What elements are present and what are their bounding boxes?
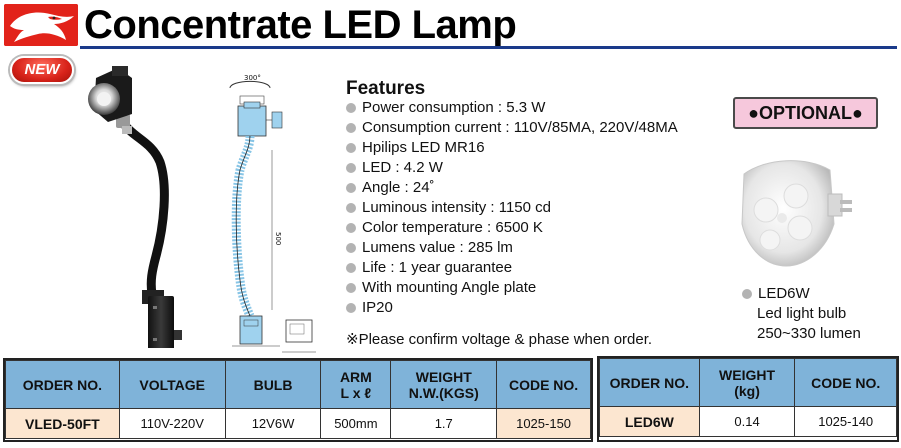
- bullet-icon: [346, 243, 356, 253]
- eagle-icon: [4, 4, 78, 46]
- cell-arm: 500mm: [320, 408, 392, 439]
- list-item: IP20: [346, 298, 678, 318]
- bullet-icon: [346, 123, 356, 133]
- col-order-no: ORDER NO.: [5, 360, 120, 409]
- header-divider: [80, 46, 897, 49]
- list-item: LED6W: [742, 284, 861, 304]
- bullet-icon: [742, 289, 752, 299]
- list-item: Color temperature : 6500 K: [346, 218, 678, 238]
- lamp-product-photo: [88, 66, 182, 348]
- list-item: Hpilips LED MR16: [346, 138, 678, 158]
- bullet-icon: [346, 103, 356, 113]
- cell-weight: 1.7: [390, 408, 498, 439]
- list-item: Angle : 24˚: [346, 178, 678, 198]
- cell-voltage: 110V-220V: [118, 408, 226, 439]
- list-item: Life : 1 year guarantee: [346, 258, 678, 278]
- list-item: With mounting Angle plate: [346, 278, 678, 298]
- bulb-info: LED6W Led light bulb 250~330 lumen: [742, 284, 861, 344]
- features-heading: Features: [346, 78, 426, 99]
- col-bulb: BULB: [224, 360, 322, 409]
- technical-drawing: 300° 500: [229, 74, 316, 353]
- table-row: LED6W 0.14 1025-140: [599, 406, 897, 437]
- cell-bulb: 12V6W: [224, 408, 322, 439]
- bullet-icon: [346, 303, 356, 313]
- length-dim-label: 500: [274, 232, 282, 245]
- col-weight: WEIGHT(kg): [698, 358, 796, 407]
- page-title: Concentrate LED Lamp: [84, 3, 517, 47]
- bullet-icon: [346, 163, 356, 173]
- list-item: Consumption current : 110V/85MA, 220V/48…: [346, 118, 678, 138]
- bullet-icon: [346, 283, 356, 293]
- list-item: Luminous intensity : 1150 cd: [346, 198, 678, 218]
- list-item: Power consumption : 5.3 W: [346, 98, 678, 118]
- new-badge: NEW: [10, 56, 74, 84]
- list-item: Lumens value : 285 lm: [346, 238, 678, 258]
- order-note: ※Please confirm voltage & phase when ord…: [346, 331, 653, 348]
- col-code-no: CODE NO.: [794, 358, 897, 407]
- cell-order-no: VLED-50FT: [5, 408, 120, 439]
- cell-code-no: 1025-140: [794, 406, 897, 437]
- bullet-icon: [346, 263, 356, 273]
- bullet-icon: [346, 223, 356, 233]
- col-code-no: CODE NO.: [496, 360, 591, 409]
- bulb-description: Led light bulb: [757, 305, 847, 322]
- col-voltage: VOLTAGE: [118, 360, 226, 409]
- list-item: LED : 4.2 W: [346, 158, 678, 178]
- cell-weight: 0.14: [698, 406, 796, 437]
- bullet-icon: [346, 183, 356, 193]
- optional-order-table: ORDER NO. WEIGHT(kg) CODE NO. LED6W 0.14…: [599, 358, 897, 437]
- brand-logo: [4, 4, 78, 46]
- col-order-no: ORDER NO.: [599, 358, 700, 407]
- bulb-lumen: 250~330 lumen: [757, 325, 861, 342]
- cell-code-no: 1025-150: [496, 408, 591, 439]
- bullet-icon: [346, 143, 356, 153]
- optional-badge: ●OPTIONAL●: [733, 97, 878, 129]
- led-bulb-photo: [741, 160, 852, 267]
- rotation-label: 300°: [244, 74, 261, 82]
- table-header-row: ORDER NO. WEIGHT(kg) CODE NO.: [599, 358, 897, 407]
- bullet-icon: [346, 203, 356, 213]
- cell-order-no: LED6W: [599, 406, 700, 437]
- table-row: VLED-50FT 110V-220V 12V6W 500mm 1.7 1025…: [5, 408, 591, 439]
- features-list: Power consumption : 5.3 W Consumption cu…: [346, 98, 678, 318]
